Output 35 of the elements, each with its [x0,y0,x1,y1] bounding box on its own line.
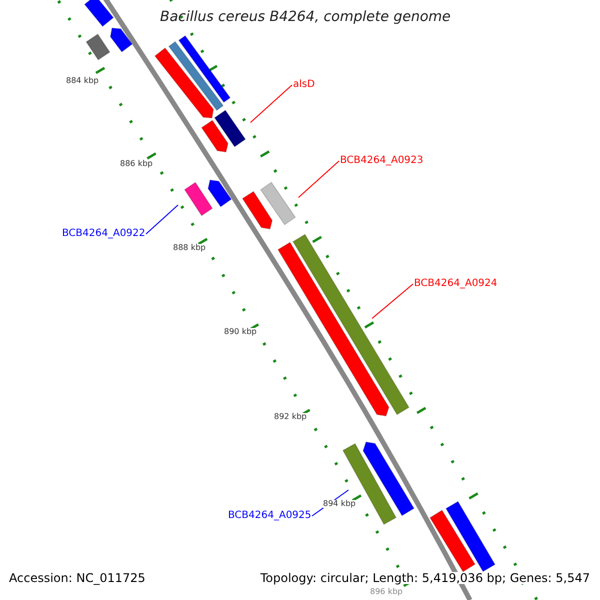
scale-label: 884 kbp [66,77,99,85]
gene-segment [242,190,273,230]
gene-segment [214,110,246,148]
leader-line [250,84,292,123]
scale-label: 894 kbp [323,500,356,508]
gene-segment [86,33,110,61]
gene-segment [184,182,214,216]
gene-segment [178,35,231,103]
gene-segment [154,47,214,119]
leader-line [372,284,414,319]
footer-text: Accession: NC_011725 [9,572,146,584]
leader-line [298,160,340,198]
gene-label: BCB4264_A0922 [62,229,146,239]
gene-label: BCB4264_A0924 [414,279,498,289]
scale-label: 890 kbp [224,328,257,336]
footer-text: Topology: circular; Length: 5,419,036 bp; Genes: 5,547 [260,572,590,584]
scale-label: 886 kbp [120,160,153,168]
gene-segment [362,441,415,516]
gene-segment [168,40,224,112]
gene-segment [110,27,133,53]
scale-label: 888 kbp [173,244,206,252]
gene-segment [260,182,296,226]
scale-label: 896 kbp [370,588,403,596]
leader-line [146,204,178,234]
gene-label: BCB4264_A0925 [228,511,312,521]
gene-segment [429,510,476,572]
scale-label: 892 kbp [274,413,307,421]
gene-segment [445,500,496,572]
gene-segment [84,0,114,28]
gene-segment [200,120,229,153]
gene-segment [208,179,232,208]
gene-label: alsD [293,80,315,90]
gene-segment [342,442,397,526]
gene-label: BCB4264_A0923 [340,156,424,166]
title: Bacillus cereus B4264, complete genome [160,10,451,24]
